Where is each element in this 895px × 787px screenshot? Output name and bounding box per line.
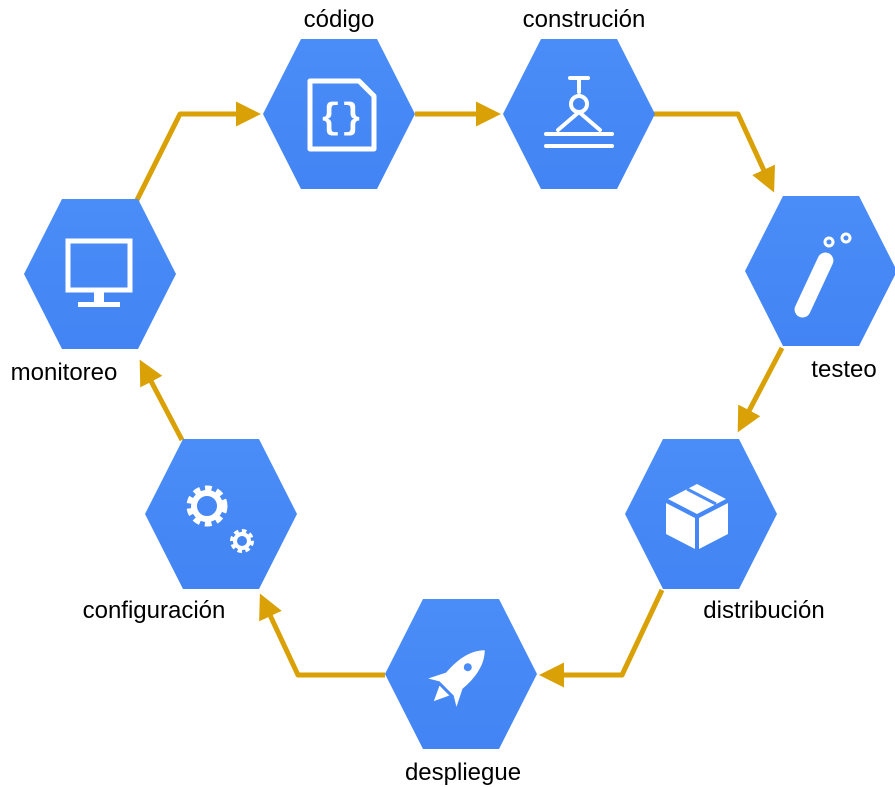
node-label: testeo [811,356,876,383]
arrow-distribucion-despliegue [539,588,665,688]
node-codigo: {} código [263,6,415,189]
node-distribucion: distribución [625,439,825,624]
package-box-icon [666,484,728,549]
crane-build-icon [544,76,614,148]
node-construccion: construción [503,6,655,189]
hexagon [263,39,415,189]
monitor-icon [65,238,133,307]
arrow-testeo-distribucion [737,346,785,433]
test-tube-icon [794,232,852,318]
hexagon [145,439,297,589]
node-testeo: testeo [745,196,895,383]
node-label: distribución [703,597,824,624]
node-label: despliegue [405,759,521,786]
arrow-configuracion-monitoreo [139,359,185,442]
flow-arrows [133,101,785,688]
arrow-monitoreo-codigo [133,101,261,204]
node-configuracion: configuración [83,439,297,624]
code-file-icon: {} [307,78,377,152]
hexagon [625,439,777,589]
rocket-icon [428,650,485,707]
node-label: monitoreo [11,359,118,386]
node-despliegue: despliegue [385,599,537,786]
arrow-despliegue-configuracion [259,593,385,678]
node-label: construción [523,6,646,33]
hexagon [24,199,176,349]
arrow-construccion-testeo [654,111,776,193]
svg-text:{}: {} [319,98,362,139]
node-monitoreo: monitoreo [11,199,176,386]
node-label: código [304,6,375,33]
node-label: configuración [83,597,226,624]
gears-icon [186,485,254,553]
